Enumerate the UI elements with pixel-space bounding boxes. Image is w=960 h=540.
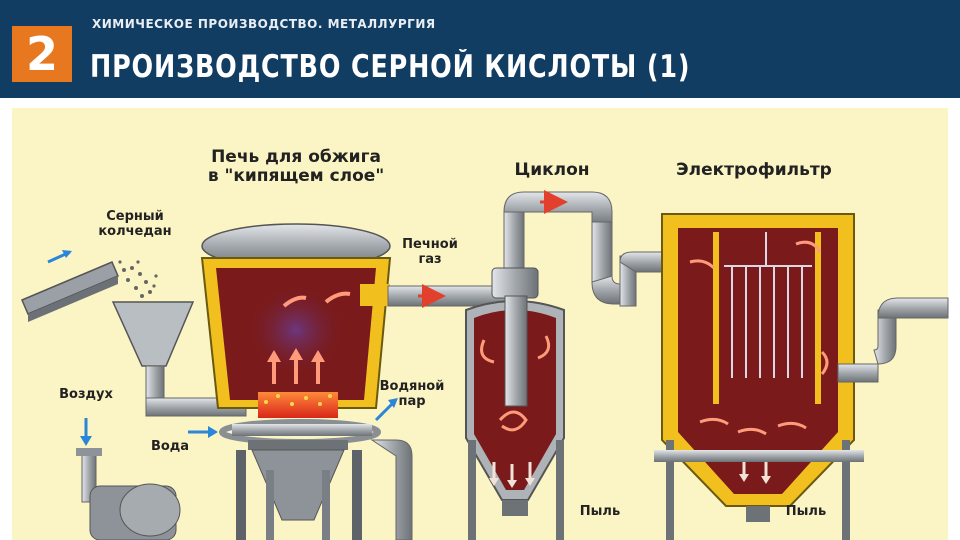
pyrite-label: Серный колчедан [90, 209, 180, 239]
roasting-furnace [188, 223, 413, 540]
furnace-gas-label-line2: газ [418, 251, 442, 267]
slide-number-badge: 2 [12, 26, 72, 82]
cyclone [465, 190, 613, 540]
page-title: ПРОИЗВОДСТВО СЕРНОЙ КИСЛОТЫ (1) [90, 49, 691, 85]
electrofilter-label: Электрофильтр [676, 160, 832, 180]
fluidized-bed [258, 392, 338, 418]
pyrite-label-line1: Серный [106, 209, 164, 224]
furnace-gas-label-line1: Печной [402, 237, 458, 252]
cyclone-label: Циклон [514, 160, 590, 180]
steam-label-line1: Водяной [379, 379, 445, 394]
air-label: Воздух [59, 387, 113, 402]
section-subtitle: ХИМИЧЕСКОЕ ПРОИЗВОДСТВО. МЕТАЛЛУРГИЯ [92, 17, 436, 31]
electrofilter [654, 213, 864, 540]
steam-output-arrow [374, 402, 394, 422]
furnace-gas-label: Печной газ [398, 237, 462, 267]
hopper [111, 301, 195, 367]
water-label: Вода [150, 439, 190, 454]
steam-label-line2: пар [398, 393, 426, 409]
header-bar: 2 ХИМИЧЕСКОЕ ПРОИЗВОДСТВО. МЕТАЛЛУРГИЯ П… [0, 0, 960, 98]
outlet-pipe [837, 297, 949, 383]
filter-dust-label: Пыль [785, 504, 827, 519]
pipe-cyclone-to-filter [591, 221, 679, 307]
pyrite-feed [21, 250, 247, 417]
furnace-label-line2: в "кипящем слое" [207, 166, 385, 187]
air-blower [76, 418, 181, 540]
steam-label: Водяной пар [372, 379, 452, 409]
cyclone-dust-label: Пыль [579, 504, 621, 519]
furnace-label-line1: Печь для обжига [211, 147, 381, 167]
pyrite-label-line2: колчедан [98, 223, 172, 239]
furnace-label: Печь для обжига в "кипящем слое" [196, 147, 396, 187]
